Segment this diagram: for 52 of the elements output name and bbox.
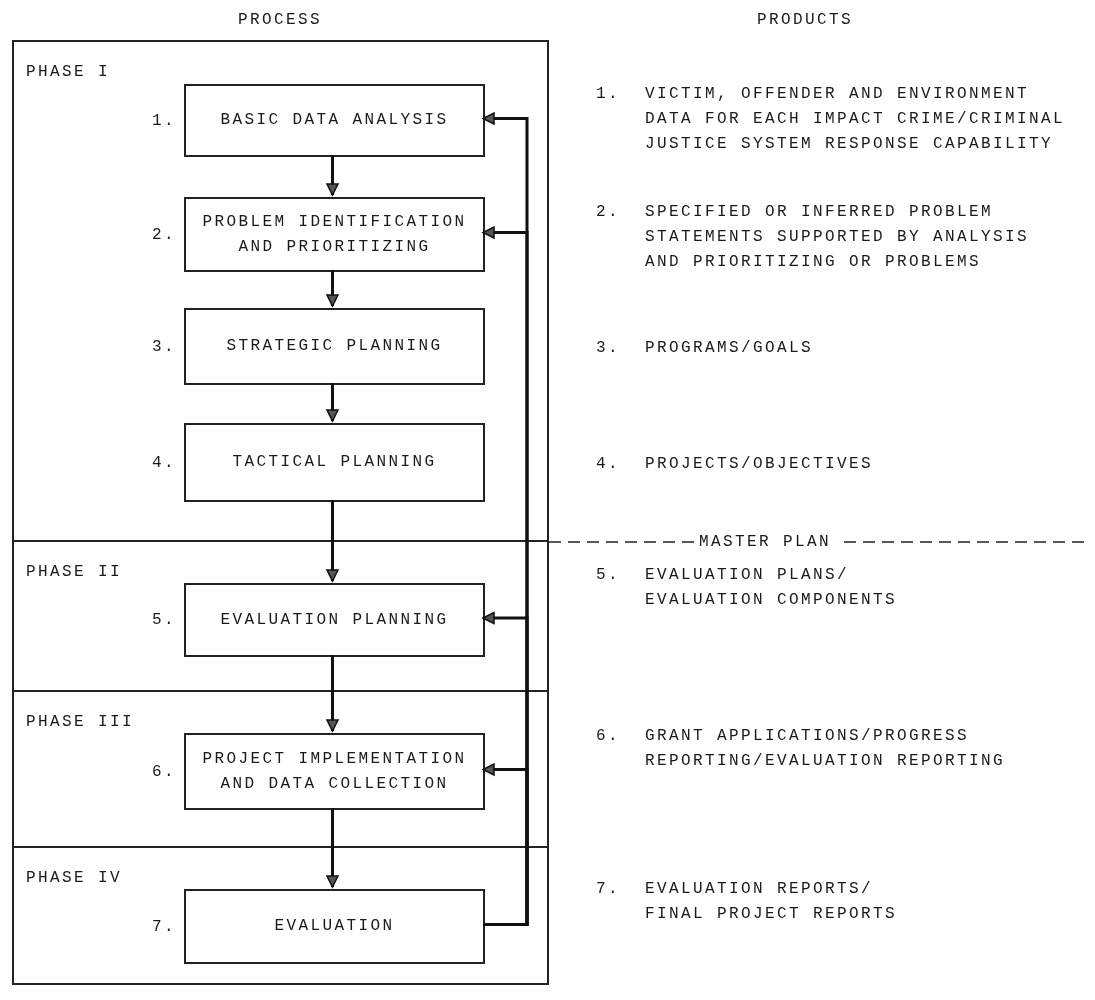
process-box (184, 197, 485, 272)
arrow (326, 500, 339, 582)
process-box (184, 889, 485, 964)
phase-heading: PHASE I (26, 62, 110, 83)
step-number: 7. (152, 916, 176, 937)
step-number: 6. (152, 761, 176, 782)
process-box (184, 583, 485, 657)
process-label: TACTICAL PLANNING (232, 452, 437, 473)
phase-band (12, 846, 549, 985)
process-label: PROJECT IMPLEMENTATION AND DATA COLLECTION (201, 748, 468, 795)
product-text: SPECIFIED OR INFERRED PROBLEM STATEMENTS SUPPORTED BY ANALYSIS AND PRIORITIZING OR PROBLEMS (645, 202, 1031, 273)
product-number: 2. (596, 202, 620, 223)
column-heading: PRODUCTS (757, 10, 853, 31)
arrow (326, 808, 339, 888)
product-text: EVALUATION PLANS/ EVALUATION COMPONENTS (645, 565, 899, 611)
product-number: 3. (596, 338, 620, 359)
arrow (326, 383, 339, 422)
phase-heading: PHASE III (26, 712, 134, 733)
process-box (184, 308, 485, 385)
product-text: VICTIM, OFFENDER AND ENVIRONMENT DATA FOR EACH IMPACT CRIME/CRIMINAL JUSTICE SYSTEM RESPONSE CAPABILITY (645, 84, 1067, 155)
product-number: 1. (596, 84, 620, 105)
step-number: 4. (152, 452, 176, 473)
phase-heading: PHASE II (26, 562, 122, 583)
process-box (184, 733, 485, 810)
step-number: 5. (152, 609, 176, 631)
process-label: PROBLEM IDENTIFICATION AND PRIORITIZING (201, 211, 468, 258)
product-text: GRANT APPLICATIONS/PROGRESS REPORTING/EVALUATION REPORTING (645, 726, 1007, 772)
product-number: 6. (596, 726, 620, 747)
step-number: 1. (152, 110, 176, 131)
product-number: 7. (596, 879, 620, 900)
product-text: PROGRAMS/GOALS (645, 338, 815, 359)
phase-band (12, 540, 549, 692)
step-number: 2. (152, 224, 176, 245)
phase-band (12, 40, 549, 542)
process-label: EVALUATION PLANNING (220, 609, 449, 631)
process-label: BASIC DATA ANALYSIS (220, 110, 449, 131)
phase-heading: PHASE IV (26, 868, 122, 889)
column-heading: PROCESS (238, 10, 322, 31)
process-label: STRATEGIC PLANNING (226, 336, 443, 357)
process-label: EVALUATION (274, 916, 395, 937)
step-number: 3. (152, 336, 176, 357)
product-text: PROJECTS/OBJECTIVES (645, 454, 875, 475)
product-number: 5. (596, 565, 620, 586)
phase-band (12, 690, 549, 848)
product-text: EVALUATION REPORTS/ FINAL PROJECT REPORTS (645, 879, 899, 925)
process-box (184, 423, 485, 502)
arrow (326, 155, 339, 196)
process-box (184, 84, 485, 157)
arrow (482, 763, 529, 926)
product-number: 4. (596, 454, 620, 475)
arrow (326, 270, 339, 307)
arrow (326, 655, 339, 732)
